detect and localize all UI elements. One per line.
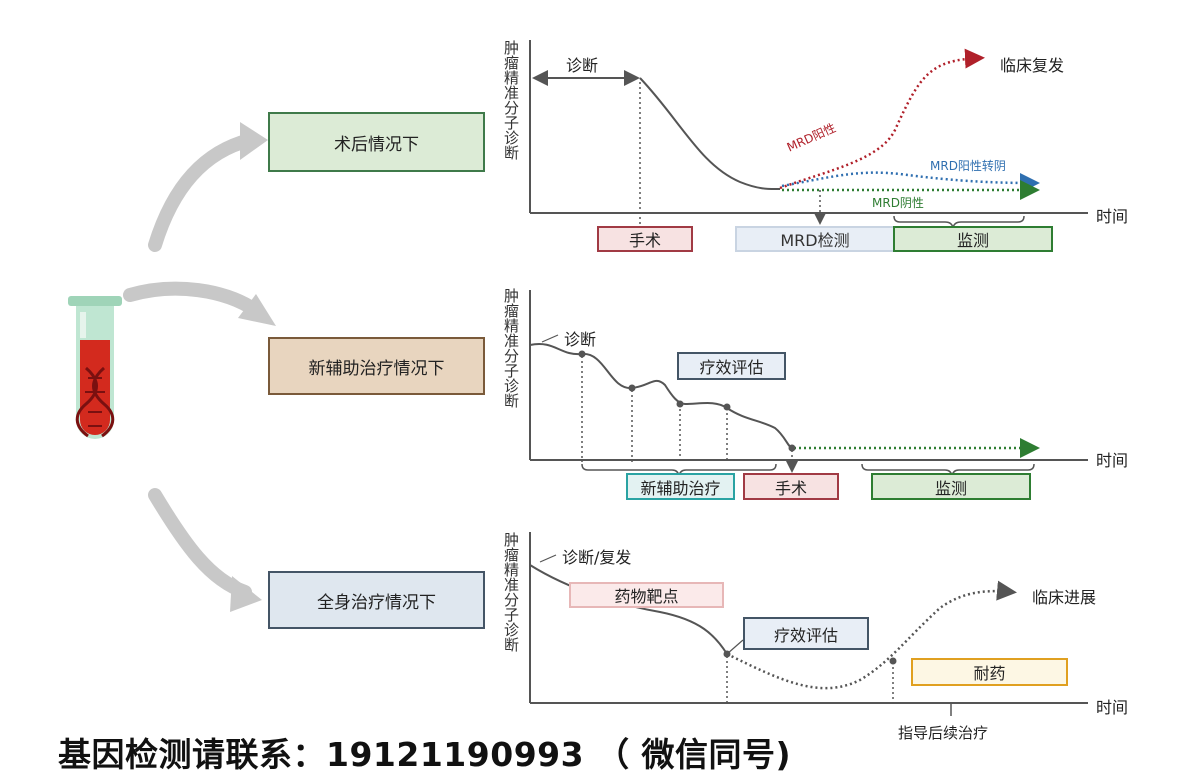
p1-mrd-convert-label: MRD阳性转阴 bbox=[930, 159, 1006, 173]
progression-curve bbox=[726, 580, 1017, 690]
x-axis-label-2: 时间 bbox=[1096, 451, 1129, 470]
test-tube-dna-icon bbox=[68, 296, 122, 439]
arrow-to-neoadjuvant bbox=[123, 281, 262, 317]
arrow-head-postop bbox=[240, 122, 268, 160]
tumor-curve-3 bbox=[529, 564, 728, 655]
scenario-systemic: 全身治疗情况下 bbox=[268, 571, 485, 629]
arrow-head-systemic bbox=[230, 576, 262, 612]
p1-mrd-negative-label: MRD阴性 bbox=[872, 196, 924, 210]
panel-neoadjuvant bbox=[529, 290, 1088, 477]
y-axis-label-1: 肿瘤精准分子诊断 bbox=[502, 40, 520, 160]
panel-postop bbox=[529, 40, 1088, 229]
p1-relapse-label: 临床复发 bbox=[1000, 56, 1065, 75]
p3-progression-label: 临床进展 bbox=[1032, 588, 1097, 607]
p1-mrd-test-tag: MRD检测 bbox=[735, 226, 895, 252]
curve-points-2 bbox=[578, 350, 796, 452]
p3-diagnosis-label: 诊断/复发 bbox=[562, 548, 632, 567]
x-axis-label-3: 时间 bbox=[1096, 698, 1129, 717]
scenario-neoadjuvant: 新辅助治疗情况下 bbox=[268, 337, 485, 395]
p1-diagnosis-label: 诊断 bbox=[566, 56, 599, 75]
p1-surgery-tag: 手术 bbox=[597, 226, 693, 252]
y-axis-label-3: 肿瘤精准分子诊断 bbox=[502, 532, 520, 652]
p3-efficacy-tag: 疗效评估 bbox=[743, 617, 869, 650]
p2-efficacy-tag: 疗效评估 bbox=[677, 352, 786, 380]
mrd-convert-curve bbox=[781, 171, 1040, 193]
p2-monitor-tag: 监测 bbox=[871, 473, 1031, 500]
x-axis-label-1: 时间 bbox=[1096, 207, 1129, 226]
panel-systemic bbox=[529, 532, 1088, 716]
flow-arrows bbox=[123, 122, 276, 612]
p2-neoadjuvant-tag: 新辅助治疗 bbox=[626, 473, 735, 500]
mrd-positive-curve bbox=[779, 48, 985, 190]
p3-guide-label: 指导后续治疗 bbox=[898, 724, 989, 742]
scenario-postop: 术后情况下 bbox=[268, 112, 485, 172]
p2-surgery-tag: 手术 bbox=[743, 473, 839, 500]
y-axis-label-2: 肿瘤精准分子诊断 bbox=[502, 288, 520, 408]
p1-monitor-tag: 监测 bbox=[893, 226, 1053, 252]
p2-diagnosis-label: 诊断 bbox=[564, 330, 597, 349]
arrow-head-neoadjuvant bbox=[238, 294, 276, 326]
tumor-curve-1 bbox=[639, 77, 781, 191]
p3-resistance-tag: 耐药 bbox=[911, 658, 1068, 686]
arrow-to-systemic bbox=[148, 488, 252, 599]
arrow-to-postop bbox=[148, 133, 257, 252]
p3-target-tag: 药物靶点 bbox=[569, 582, 724, 608]
contact-footer: 基因检测请联系：19121190993 （ 微信同号) bbox=[58, 735, 792, 774]
